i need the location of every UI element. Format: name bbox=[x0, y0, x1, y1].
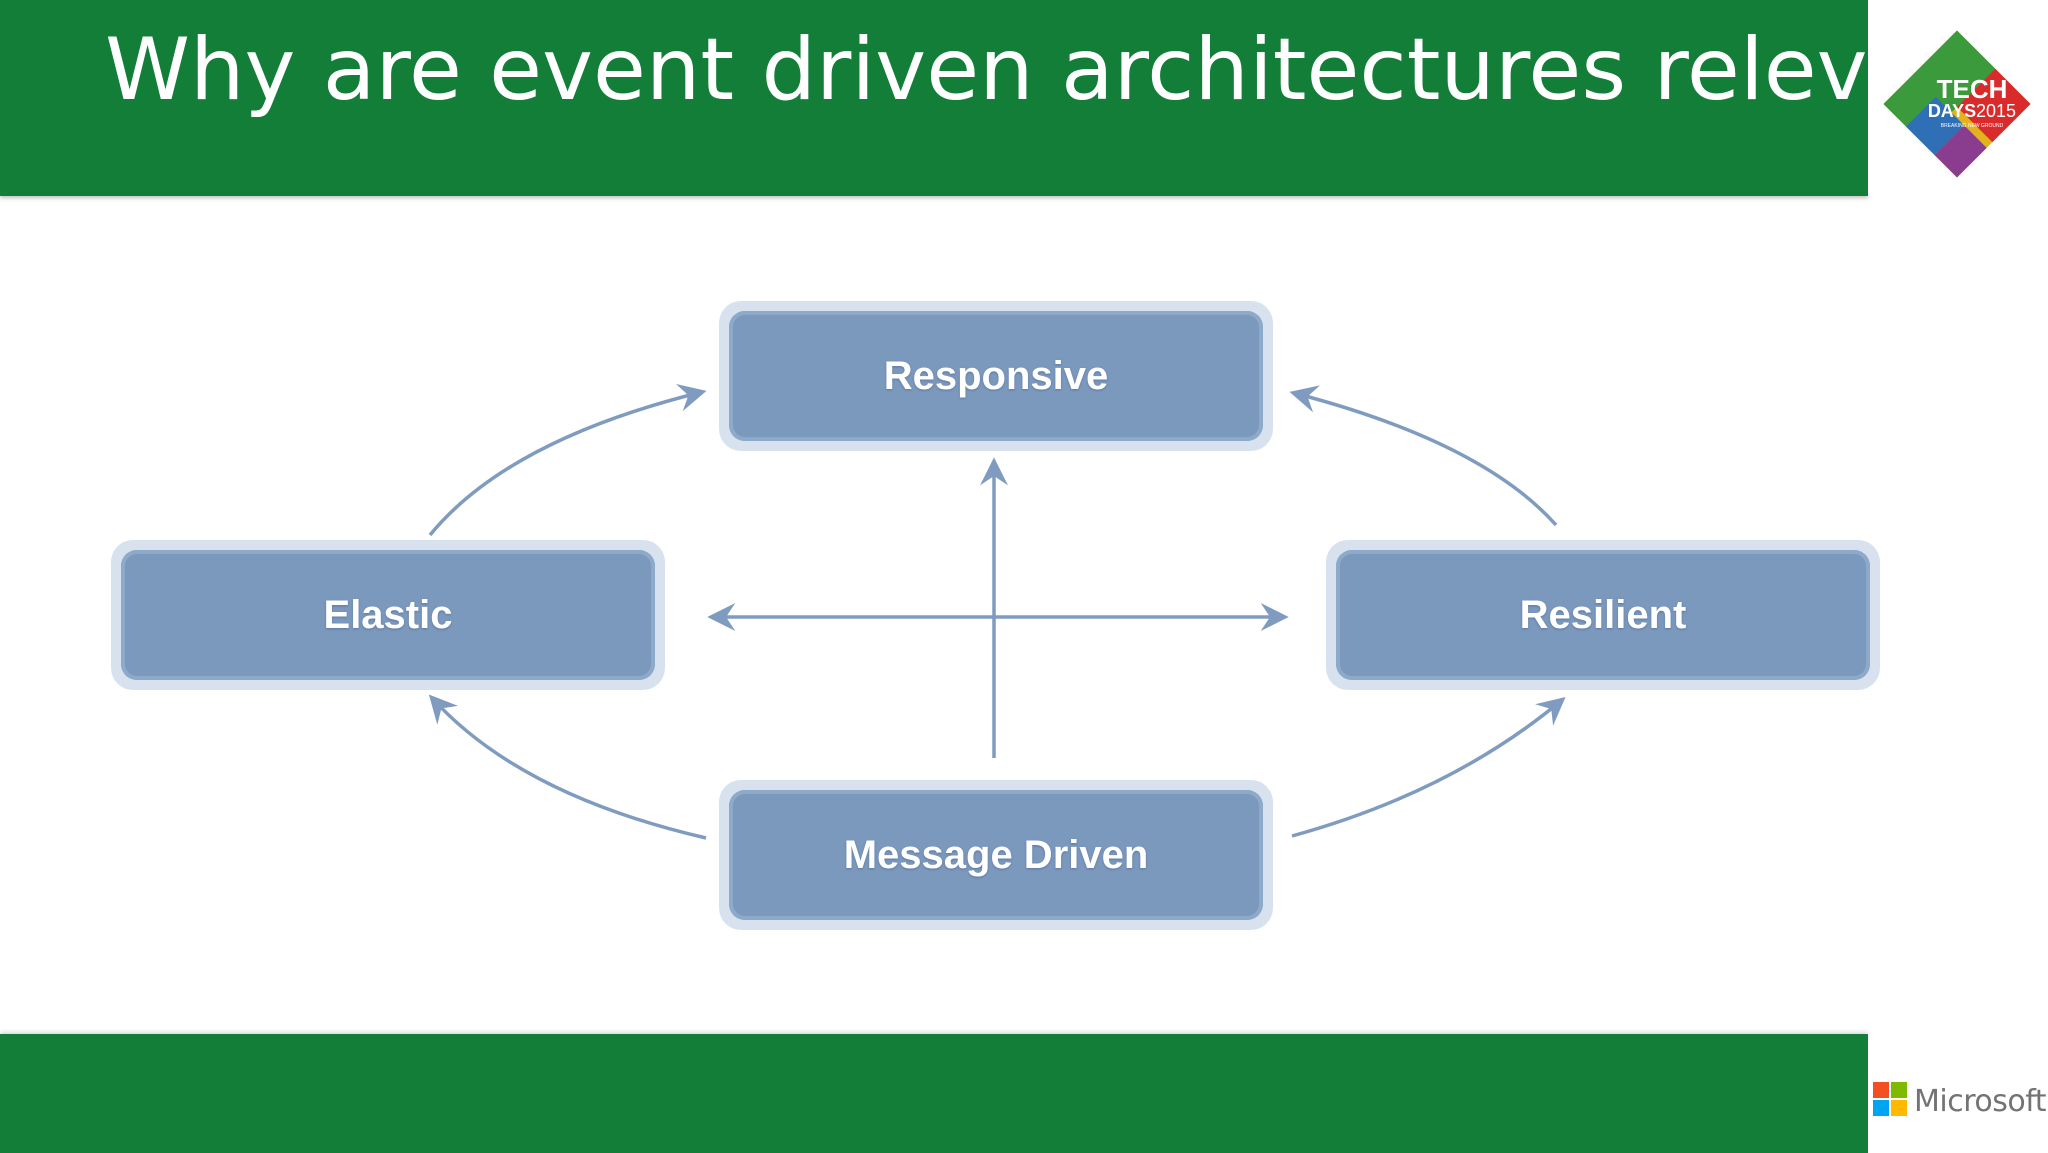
arrow-resilient-to-responsive bbox=[1289, 385, 1558, 527]
node-resilient: Resilient bbox=[1326, 540, 1880, 690]
logo-tagline: BREAKING NEW GROUND bbox=[1941, 123, 2004, 129]
slide-title: Why are event driven architectures relev… bbox=[105, 20, 2048, 120]
microsoft-wordmark: Microsoft bbox=[1914, 1084, 2047, 1119]
arrow-message-to-elastic bbox=[428, 694, 707, 840]
arrow-message-to-resilient bbox=[1291, 697, 1566, 838]
node-message-driven-label: Message Driven bbox=[843, 832, 1149, 877]
node-responsive-label: Responsive bbox=[883, 353, 1109, 398]
microsoft-brand: Microsoft bbox=[1868, 1034, 2048, 1153]
node-message-driven: Message Driven bbox=[719, 780, 1273, 930]
techdays-logo: TECH DAYS 2015 BREAKING NEW GROUND bbox=[1868, 0, 2048, 196]
microsoft-logo-icon bbox=[1873, 1082, 1907, 1116]
arrow-elastic-to-responsive bbox=[428, 384, 707, 537]
title-bar: Why are event driven architectures relev… bbox=[0, 0, 2048, 196]
node-responsive: Responsive bbox=[719, 301, 1273, 451]
node-elastic-label: Elastic bbox=[323, 592, 453, 637]
logo-year: 2015 bbox=[1976, 101, 2016, 121]
techdays-logo-icon: TECH DAYS 2015 BREAKING NEW GROUND bbox=[1883, 30, 2031, 178]
footer-bar bbox=[0, 1034, 1868, 1153]
logo-line1: TECH bbox=[1937, 74, 2008, 104]
node-elastic: Elastic bbox=[111, 540, 665, 690]
logo-line2: DAYS bbox=[1928, 101, 1976, 121]
node-resilient-label: Resilient bbox=[1519, 592, 1687, 637]
